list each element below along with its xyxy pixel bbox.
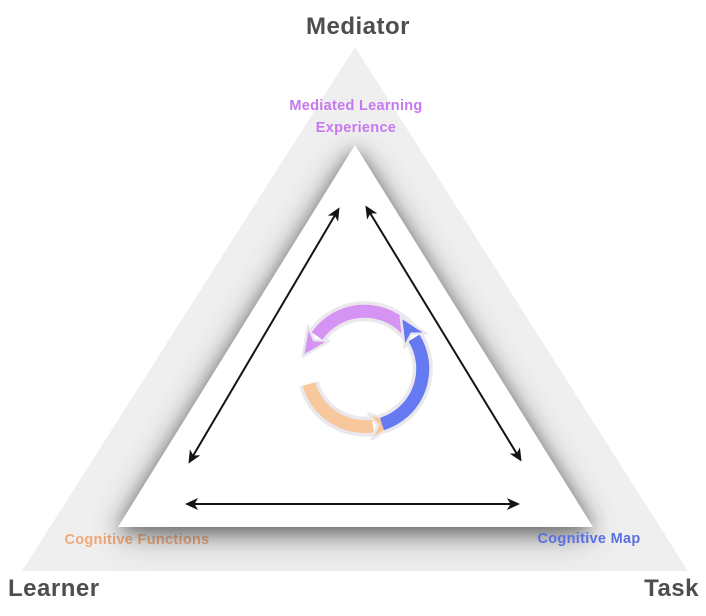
label-mediated-learning-experience-line1: Mediated Learning xyxy=(289,98,422,114)
vertex-label-learner: Learner xyxy=(8,575,100,602)
cycle-arc-orange xyxy=(302,382,400,441)
label-mediated-learning-experience-line2: Experience xyxy=(316,120,396,136)
label-cognitive-map: Cognitive Map xyxy=(538,531,641,547)
double-arrow-learner-mediator xyxy=(188,207,340,464)
vertex-label-mediator: Mediator xyxy=(306,13,410,40)
cycle-arc-blue xyxy=(379,315,430,431)
vertex-label-task: Task xyxy=(644,575,699,602)
double-arrow-mediator-task xyxy=(365,205,522,462)
cycle-arc-purple xyxy=(301,304,414,358)
